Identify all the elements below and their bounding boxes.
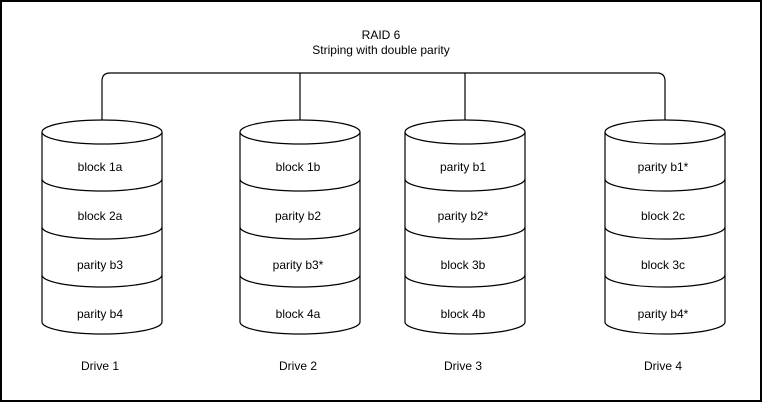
drive-4-segment-3-label: block 3c: [640, 258, 686, 272]
drive-3-segment-4-label: block 4b: [440, 307, 486, 321]
drive-1-segment-4-label: parity b4: [76, 307, 124, 321]
drive-2-segment-2-label: parity b2: [274, 209, 322, 223]
drive-3-segment-1-label: parity b1: [439, 160, 487, 174]
bus-connector-line: [101, 72, 666, 121]
drive-1-segment-3-label: parity b3: [76, 258, 124, 272]
drive-1-cylinder-icon: [41, 119, 163, 335]
drive-4-segment-4-label: parity b4*: [637, 307, 689, 321]
diagram-subtitle: Striping with double parity: [312, 43, 450, 57]
drive-3-cylinder-icon: [404, 119, 526, 335]
drive-3-name-label: Drive 3: [443, 359, 482, 373]
drive-1-segment-2-label: block 2a: [77, 209, 123, 223]
drive-2-cylinder-icon: [239, 119, 361, 335]
drive-4-name-label: Drive 4: [643, 359, 682, 373]
drive-3-segment-2-label: parity b2*: [437, 209, 489, 223]
drive-2-name-label: Drive 2: [278, 359, 317, 373]
drive-1-name-label: Drive 1: [80, 359, 119, 373]
drive-4-segment-2-label: block 2c: [640, 209, 686, 223]
drive-1-segment-1-label: block 1a: [77, 160, 123, 174]
diagram-title: RAID 6: [361, 28, 401, 42]
drive-2-segment-1-label: block 1b: [275, 160, 321, 174]
drive-2-segment-4-label: block 4a: [275, 307, 321, 321]
drive-4-segment-1-label: parity b1*: [637, 160, 689, 174]
drive-4-cylinder-icon: [604, 119, 726, 335]
drive-3-segment-3-label: block 3b: [440, 258, 486, 272]
drive-2-segment-3-label: parity b3*: [272, 258, 324, 272]
